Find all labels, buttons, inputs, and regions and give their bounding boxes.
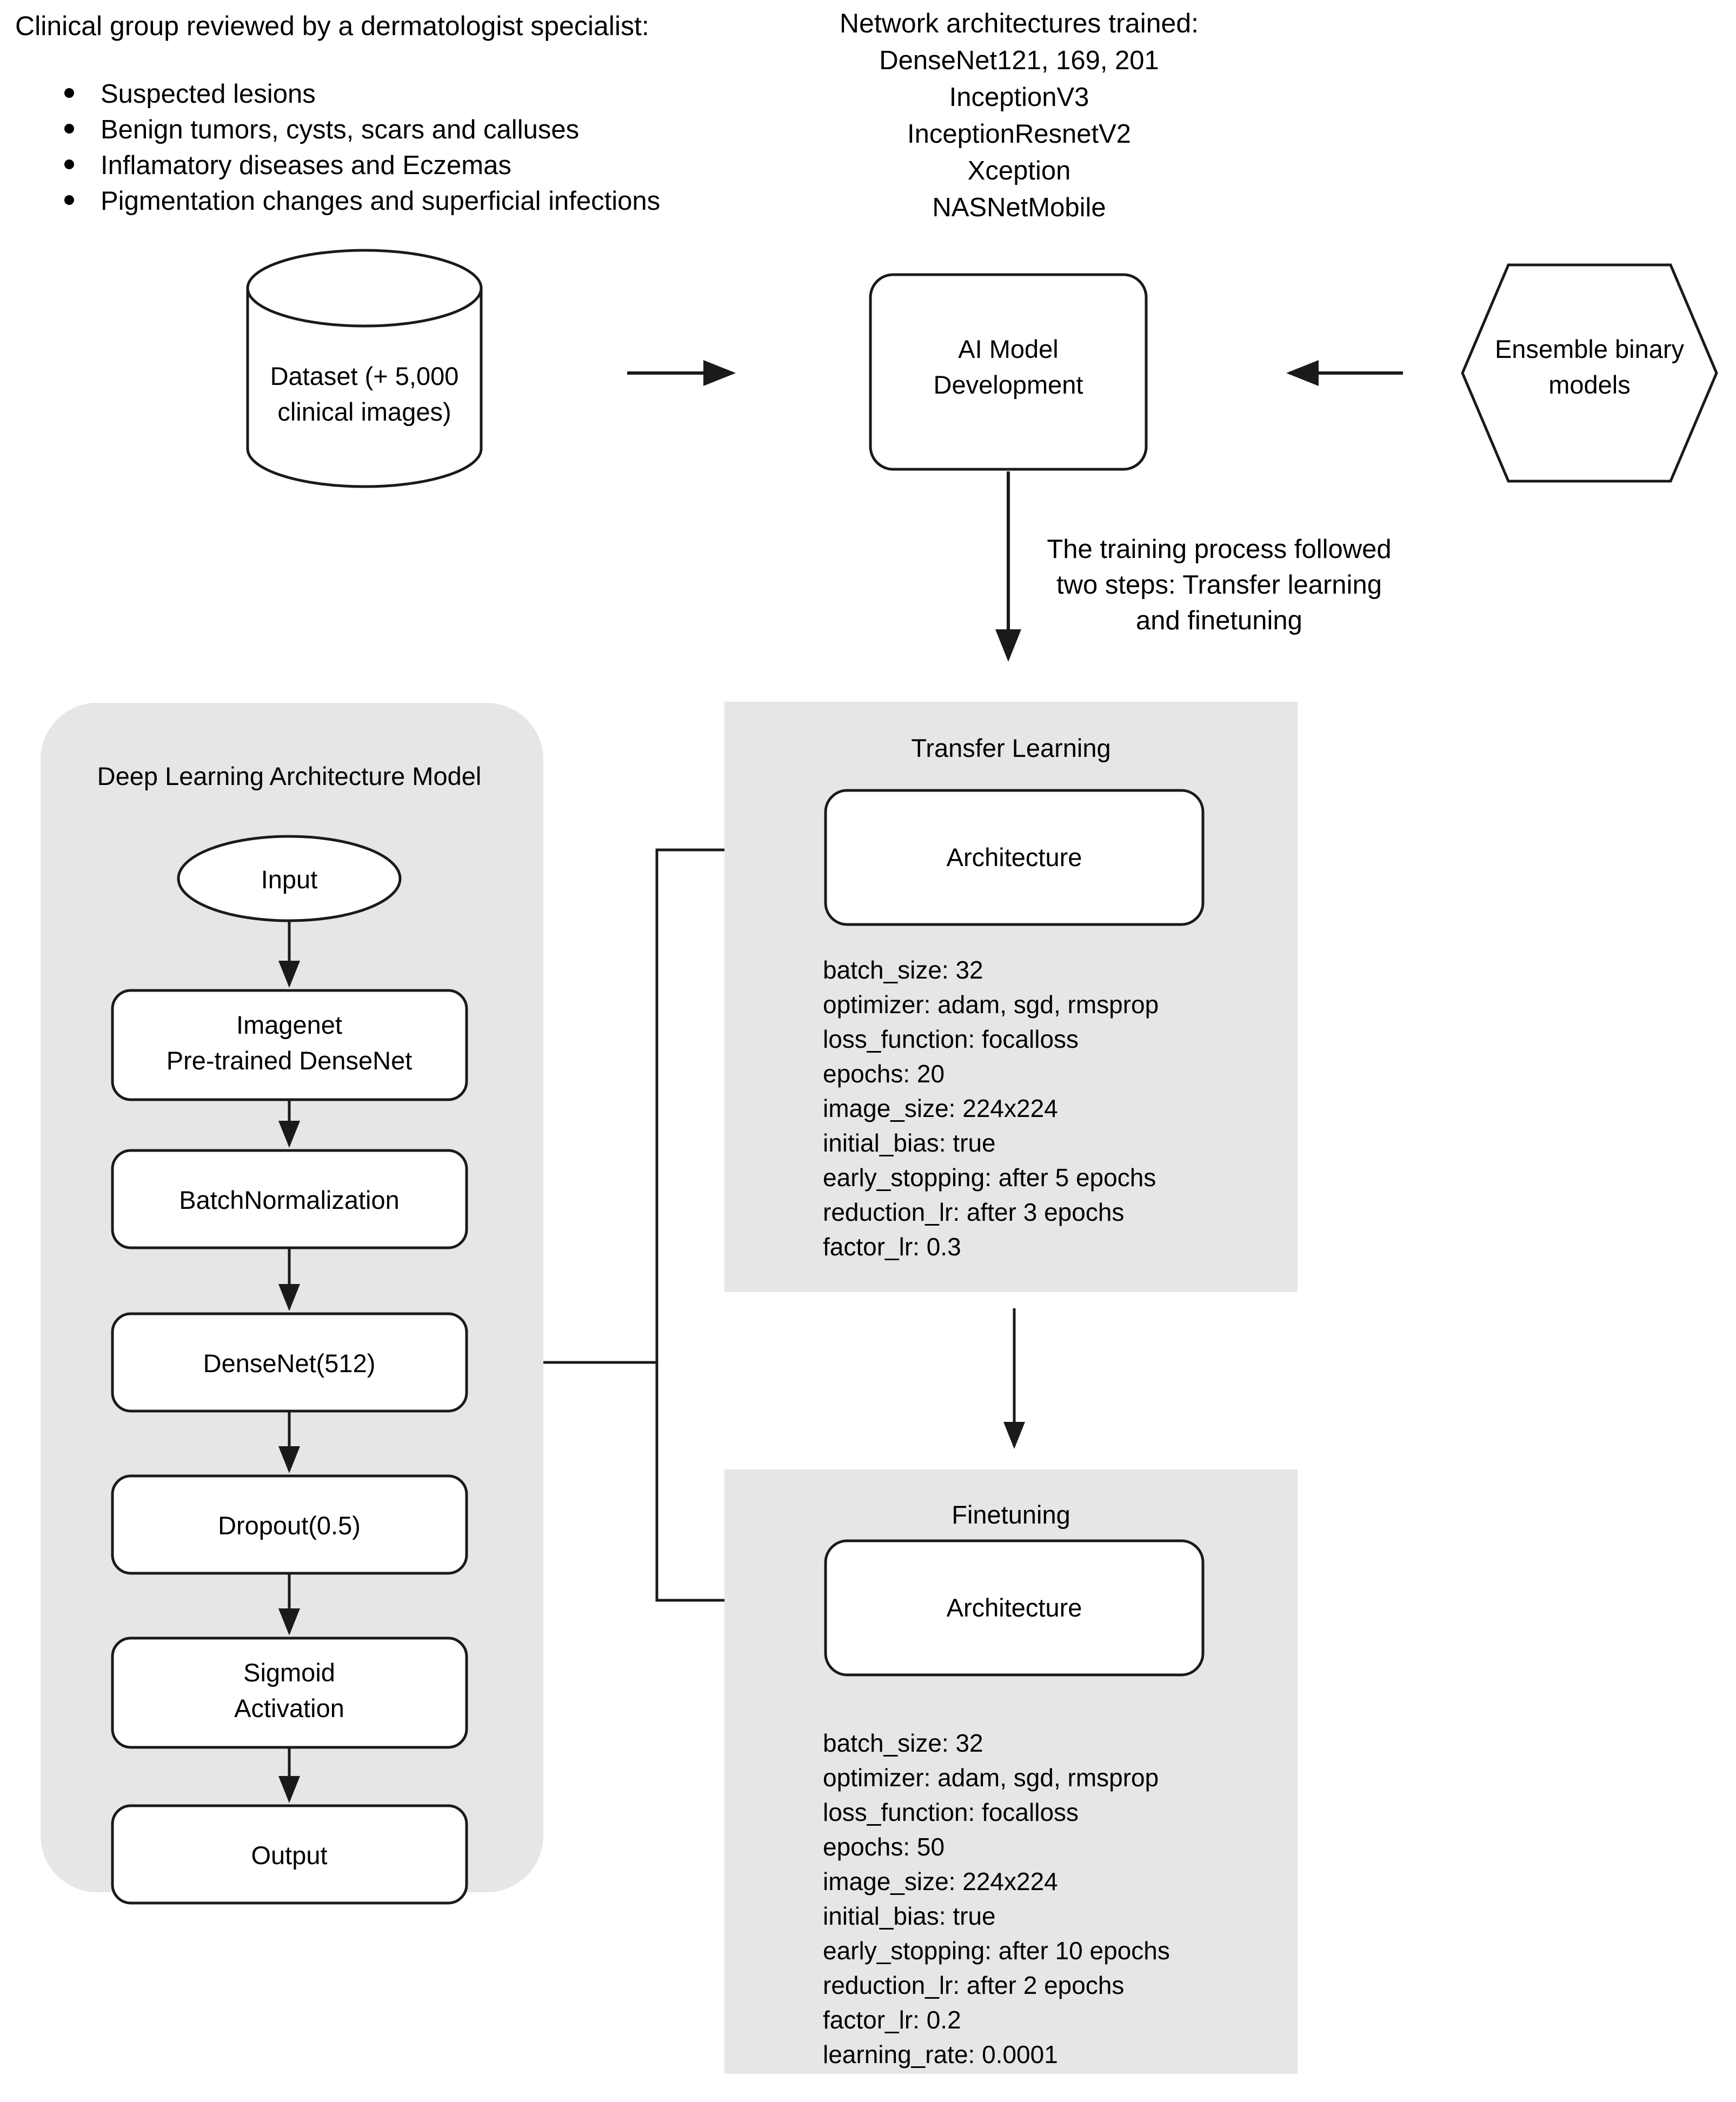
ensemble-label-line1: Ensemble binary: [1495, 335, 1685, 363]
bullet-dot-icon: [64, 88, 74, 98]
finetuning-param-3: epochs: 50: [823, 1833, 945, 1861]
finetuning-panel-title: Finetuning: [952, 1500, 1070, 1529]
transfer-learning-param-6: early_stopping: after 5 epochs: [823, 1163, 1156, 1192]
dataset-label-line1: Dataset (+ 5,000: [270, 362, 459, 390]
node-imagenet-pretrained-densenet: Imagenet Pre-trained DenseNet: [111, 989, 468, 1101]
network-architectures-heading: Network architectures trained:: [840, 8, 1199, 38]
transfer-learning-param-8: factor_lr: 0.3: [823, 1233, 961, 1261]
network-architectures-block: Network architectures trained: DenseNet1…: [840, 8, 1199, 222]
finetuning-param-9: learning_rate: 0.0001: [823, 2040, 1058, 2068]
transfer-learning-param-1: optimizer: adam, sgd, rmsprop: [823, 990, 1159, 1019]
node-dropout-05: Dropout(0.5): [111, 1474, 468, 1575]
transfer-learning-architecture-box: Architecture: [824, 789, 1205, 926]
transfer-learning-param-3: epochs: 20: [823, 1060, 945, 1088]
bullet-dot-icon: [64, 124, 74, 134]
transfer-learning-param-0: batch_size: 32: [823, 956, 983, 984]
transfer-learning-param-5: initial_bias: true: [823, 1129, 996, 1157]
transfer-learning-param-7: reduction_lr: after 3 epochs: [823, 1198, 1124, 1226]
finetuning-param-4: image_size: 224x224: [823, 1867, 1058, 1895]
finetuning-param-5: initial_bias: true: [823, 1902, 996, 1930]
training-note-line1: The training process followed: [1047, 535, 1391, 564]
training-process-note: The training process followed two steps:…: [1047, 535, 1391, 635]
transfer-learning-param-4: image_size: 224x224: [823, 1094, 1058, 1122]
clinical-group-item-1: Benign tumors, cysts, scars and calluses: [101, 115, 579, 144]
dataset-label-line2: clinical images): [277, 397, 451, 426]
transfer-learning-params: batch_size: 32 optimizer: adam, sgd, rms…: [823, 956, 1159, 1261]
clinical-group-block: Clinical group reviewed by a dermatologi…: [15, 11, 660, 216]
network-architectures-item-3: Xception: [968, 156, 1071, 185]
node-input-label: Input: [261, 865, 318, 894]
deep-learning-architecture-panel-title: Deep Learning Architecture Model: [97, 762, 482, 790]
finetuning-param-6: early_stopping: after 10 epochs: [823, 1937, 1170, 1965]
training-note-line2: two steps: Transfer learning: [1056, 570, 1382, 600]
training-note-line3: and finetuning: [1136, 606, 1302, 635]
network-architectures-item-2: InceptionResnetV2: [907, 119, 1131, 149]
finetuning-params: batch_size: 32 optimizer: adam, sgd, rms…: [823, 1729, 1170, 2068]
ai-model-development-node: AI Model Development: [869, 273, 1148, 471]
node-densenet-512: DenseNet(512): [111, 1312, 468, 1413]
ai-model-label-line1: AI Model: [958, 335, 1058, 363]
finetuning-architecture-box: Architecture: [824, 1539, 1205, 1677]
ai-model-label-line2: Development: [934, 370, 1083, 399]
clinical-group-heading: Clinical group reviewed by a dermatologi…: [15, 11, 649, 41]
node-sigmoid-label-line2: Activation: [234, 1694, 344, 1722]
node-sigmoid-activation: Sigmoid Activation: [111, 1637, 468, 1749]
node-output: Output: [111, 1804, 468, 1905]
finetuning-param-8: factor_lr: 0.2: [823, 2006, 961, 2034]
ensemble-binary-models-node: Ensemble binary models: [1461, 263, 1718, 483]
node-densenet-512-label: DenseNet(512): [203, 1349, 376, 1378]
finetuning-param-2: loss_function: focalloss: [823, 1798, 1079, 1826]
finetuning-param-1: optimizer: adam, sgd, rmsprop: [823, 1764, 1159, 1792]
finetuning-param-0: batch_size: 32: [823, 1729, 983, 1757]
ensemble-label-line2: models: [1548, 370, 1631, 399]
dataset-cylinder: Dataset (+ 5,000 clinical images): [246, 249, 483, 488]
finetuning-param-7: reduction_lr: after 2 epochs: [823, 1971, 1124, 1999]
clinical-group-item-3: Pigmentation changes and superficial inf…: [101, 187, 660, 216]
transfer-learning-architecture-label: Architecture: [947, 843, 1082, 872]
network-architectures-item-0: DenseNet121, 169, 201: [879, 46, 1159, 75]
node-batchnormalization: BatchNormalization: [111, 1149, 468, 1249]
node-batchnormalization-label: BatchNormalization: [179, 1186, 400, 1214]
node-sigmoid-label-line1: Sigmoid: [243, 1658, 335, 1687]
transfer-learning-panel-title: Transfer Learning: [911, 734, 1110, 762]
transfer-learning-param-2: loss_function: focalloss: [823, 1025, 1079, 1053]
clinical-group-item-0: Suspected lesions: [101, 79, 316, 109]
bullet-dot-icon: [64, 159, 74, 169]
network-architectures-item-1: InceptionV3: [949, 83, 1089, 112]
finetuning-architecture-label: Architecture: [947, 1593, 1082, 1622]
bullet-dot-icon: [64, 195, 74, 205]
clinical-group-item-2: Inflamatory diseases and Eczemas: [101, 151, 511, 180]
node-dropout-05-label: Dropout(0.5): [218, 1511, 361, 1540]
node-imagenet-label-line2: Pre-trained DenseNet: [167, 1046, 413, 1075]
node-output-label: Output: [251, 1841, 327, 1870]
network-architectures-item-4: NASNetMobile: [932, 193, 1106, 222]
node-imagenet-label-line1: Imagenet: [236, 1010, 342, 1039]
node-input: Input: [177, 835, 402, 922]
